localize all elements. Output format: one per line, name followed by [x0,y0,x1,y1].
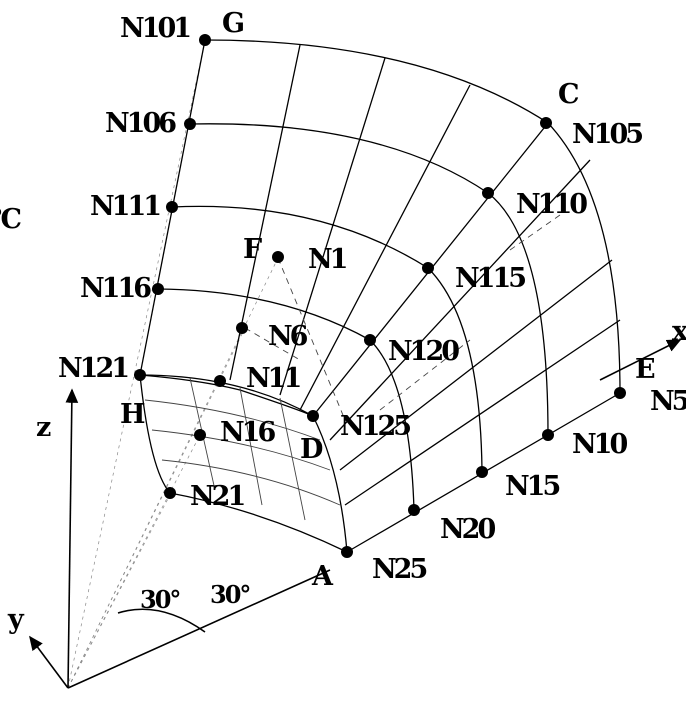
node-dot-n105 [540,117,552,129]
label-c: C [558,79,579,110]
node-dot-n25 [341,546,353,558]
node-label-n111: N111 [90,191,160,222]
mesh-hidden-lines [244,214,561,421]
node-dot-n125 [307,410,319,422]
node-label-n6: N6 [268,321,308,352]
mesh-circumferential-lines [139,123,549,511]
node-dot-n110 [482,187,494,199]
node-label-n116: N116 [80,273,151,304]
node-dot-n5 [614,387,626,399]
label-angle-1: 30° [140,585,179,614]
node-dot-n16 [194,429,206,441]
label-a: A [311,561,334,592]
node-dot-n101 [199,34,211,46]
node-label-n11: N11 [246,363,300,394]
node-points [134,34,626,558]
label-x: x [672,316,686,347]
construction-lines [67,39,279,689]
node-label-n105: N105 [572,119,642,150]
node-dot-n111 [166,201,178,213]
node-label-n10: N10 [572,429,627,460]
label-h: H [120,399,145,430]
node-dot-n15 [476,466,488,478]
label-z: z [36,412,51,443]
x-axis-projection [67,569,331,689]
node-dot-n20 [408,504,420,516]
node-label-n120: N120 [388,336,459,367]
label-temperature-fragment: °C [0,204,22,235]
node-label-n121: N121 [58,353,128,384]
point-labels: G C F E H D A x y z 30° 30° °C [0,8,686,635]
node-label-n21: N21 [190,481,244,512]
mesh-radial-lines [229,44,621,506]
label-d: D [300,434,323,465]
node-dot-n115 [422,262,434,274]
node-dot-n106 [184,118,196,130]
node-dot-n6 [236,322,248,334]
node-label-n115: N115 [455,263,525,294]
node-label-n110: N110 [516,189,587,220]
label-y: y [7,604,25,635]
node-label-n5: N5 [650,386,686,417]
node-dot-n21 [164,487,176,499]
node-dot-n116 [152,283,164,295]
coordinate-axes [29,339,682,689]
node-dot-n11 [214,375,226,387]
node-label-n16: N16 [220,417,275,448]
node-label-n125: N125 [340,411,410,442]
label-f: F [243,234,262,265]
node-label-n25: N25 [372,554,426,585]
node-dot-n121 [134,369,146,381]
x-axis [599,339,682,381]
node-labels: N101 N106 N111 N116 N121 N105 N110 N115 … [58,13,686,585]
node-label-n101: N101 [120,13,190,44]
node-label-n1: N1 [308,244,347,275]
node-label-n15: N15 [505,471,559,502]
z-axis [65,388,79,689]
label-e: E [635,354,655,385]
node-dot-n10 [542,429,554,441]
node-label-n20: N20 [440,514,495,545]
angle-arc [117,608,206,633]
node-dot-n120 [364,334,376,346]
node-label-n106: N106 [105,108,176,139]
label-g: G [222,8,243,39]
node-dot-n1 [272,251,284,263]
y-axis [29,635,69,689]
label-angle-2: 30° [210,580,249,609]
